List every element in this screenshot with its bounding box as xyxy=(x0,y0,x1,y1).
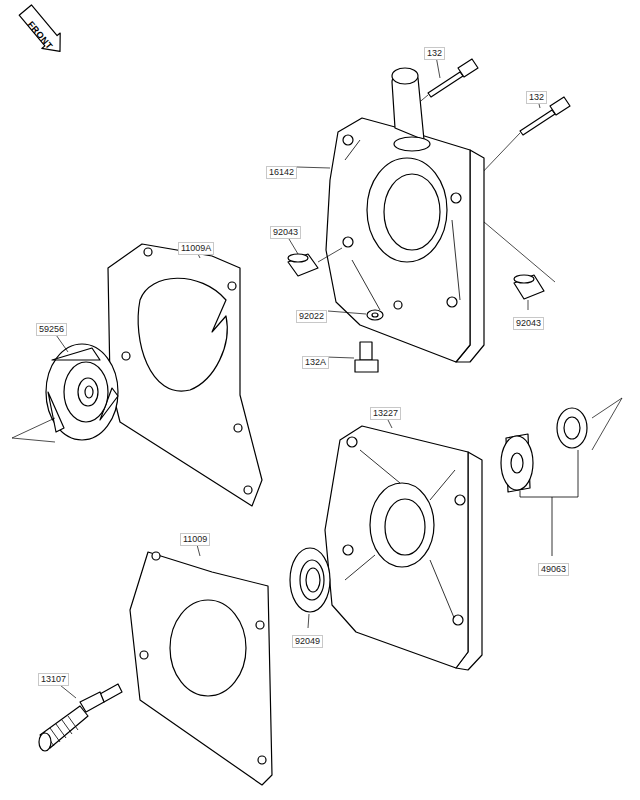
gasket xyxy=(130,552,272,785)
callout-number: 11009 xyxy=(180,528,210,546)
bolt xyxy=(428,59,570,135)
gasket xyxy=(108,244,262,506)
impeller xyxy=(46,344,118,440)
callout-number: 92043 xyxy=(513,312,544,330)
callout-number: 13227 xyxy=(370,402,401,420)
callout-number: 132A xyxy=(302,351,329,369)
callout-number: 49063 xyxy=(538,558,569,576)
leader-lines xyxy=(54,56,540,698)
callout-number: 132 xyxy=(424,42,445,60)
part-number: 11009A xyxy=(178,242,214,255)
part-number: 92043 xyxy=(270,226,301,239)
callout-number: 92022 xyxy=(296,305,327,323)
callout-number: 11009A xyxy=(178,237,214,255)
direction-text: FRONT xyxy=(24,17,57,53)
front-arrow xyxy=(16,2,69,59)
part-number: 132 xyxy=(526,91,547,104)
bearing xyxy=(290,548,330,612)
part-number: 132A xyxy=(302,356,329,369)
part-number: 132 xyxy=(424,47,445,60)
part-number: 59256 xyxy=(36,323,67,336)
direction-label: FRONT xyxy=(23,13,61,53)
callout-number: 92043 xyxy=(270,221,301,239)
drain-bolt xyxy=(355,342,378,372)
part-number: 92022 xyxy=(296,310,327,323)
pump-housing xyxy=(325,426,482,670)
callout-number: 16142 xyxy=(266,161,297,179)
callout-number: 92049 xyxy=(292,630,323,648)
part-number: 11009 xyxy=(180,533,210,546)
part-number: 13107 xyxy=(38,673,69,686)
part-number: 92049 xyxy=(292,635,323,648)
part-number: 49063 xyxy=(538,563,569,576)
part-number: 92043 xyxy=(513,317,544,330)
callout-number: 13107 xyxy=(38,668,69,686)
dowel-pin xyxy=(288,254,544,299)
callout-number: 132 xyxy=(526,86,547,104)
part-number: 13227 xyxy=(370,407,401,420)
washer xyxy=(367,310,383,320)
callout-number: 59256 xyxy=(36,318,67,336)
drain-plug xyxy=(39,684,122,751)
pump-cover xyxy=(326,68,484,362)
part-number: 16142 xyxy=(266,166,297,179)
rubber-bushing xyxy=(501,408,587,492)
